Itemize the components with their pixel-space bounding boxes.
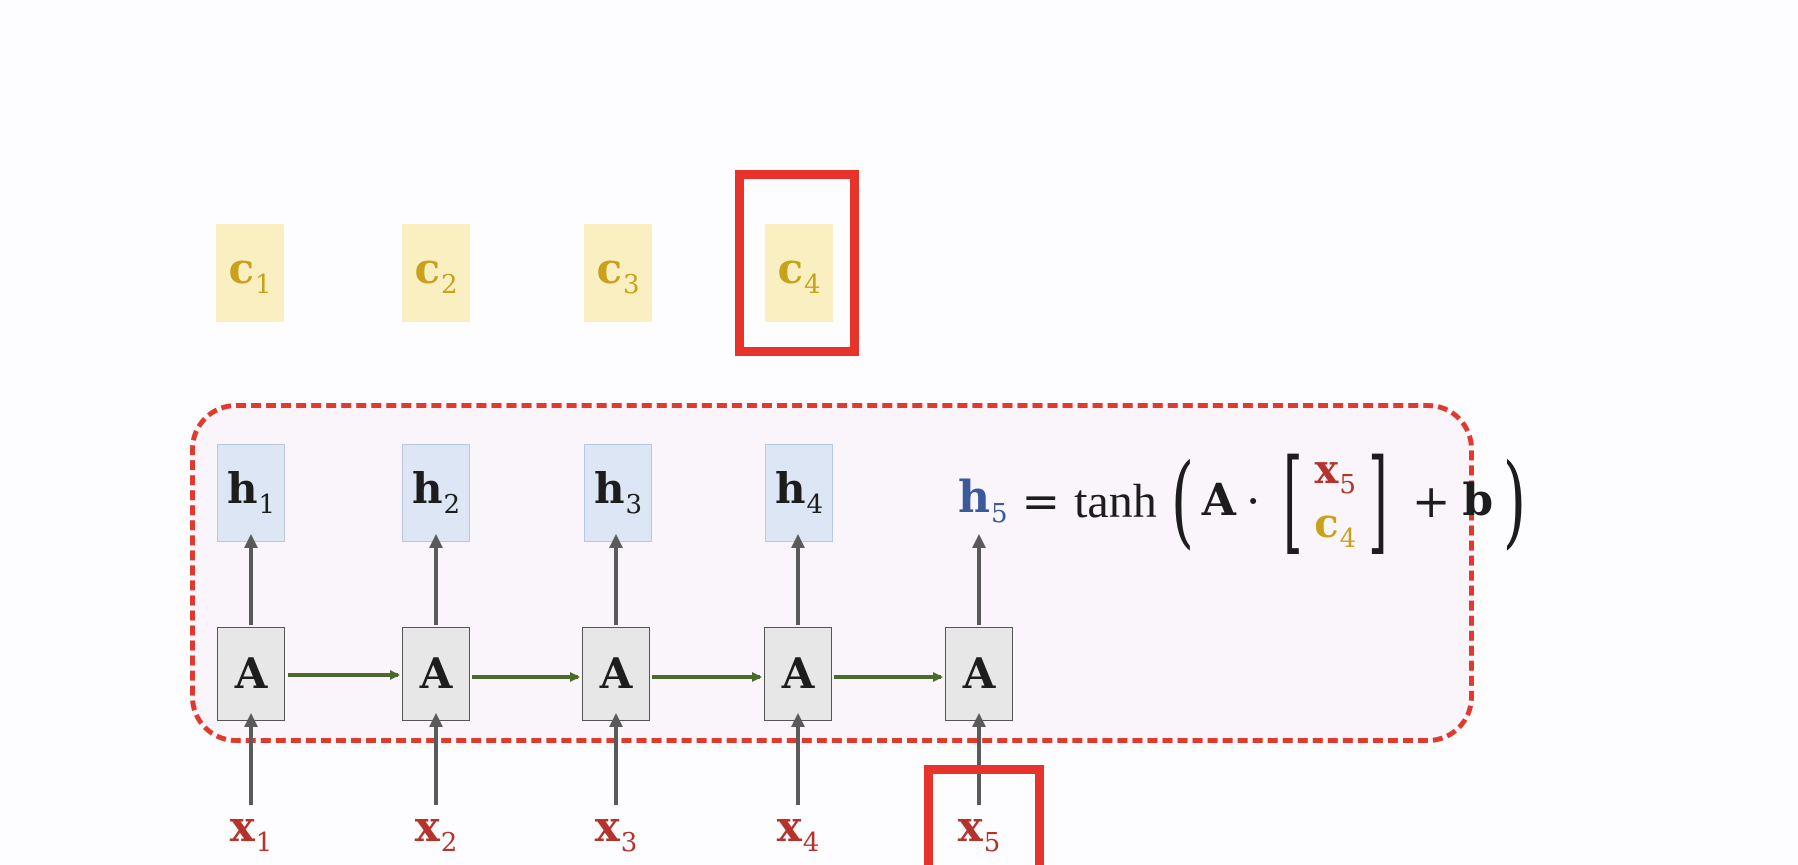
update-equation: h5 = tanh ( A · [ x5 c4 ] + b ): [958, 436, 1534, 566]
equation-left-bracket: [: [1282, 436, 1303, 566]
hidden-state-h3: h3: [584, 444, 652, 542]
input-x2: x2: [414, 802, 458, 858]
rnn-cell-1: A: [217, 627, 285, 721]
hidden-state-h2: h2: [402, 444, 470, 542]
equation-tanh: tanh: [1074, 474, 1157, 528]
rnn-cell-3: A: [582, 627, 650, 721]
rnn-cell-4: A: [764, 627, 832, 721]
equation-h5: h5: [958, 471, 1008, 529]
highlight-box-c4: [735, 170, 859, 356]
input-x3: x3: [594, 802, 638, 858]
context-vector-c1: c1: [216, 224, 284, 322]
highlight-box-x5: [924, 765, 1044, 865]
equation-matrix-a: A: [1201, 475, 1236, 526]
hidden-state-h4: h4: [765, 444, 833, 542]
hidden-state-h1: h1: [217, 444, 285, 542]
equation-concat-vector: x5 c4: [1314, 447, 1356, 555]
equation-vec-c4: c4: [1314, 500, 1357, 554]
context-vector-c4: c4: [765, 224, 833, 322]
equation-bias-b: b: [1462, 475, 1494, 526]
input-x1: x1: [229, 802, 273, 858]
equation-equals: =: [1021, 474, 1061, 528]
equation-right-paren: ): [1502, 442, 1527, 559]
context-vector-c3: c3: [584, 224, 652, 322]
equation-vec-x5: x5: [1314, 446, 1356, 500]
equation-right-bracket: ]: [1368, 436, 1388, 566]
equation-dot: ·: [1245, 474, 1261, 528]
equation-left-paren: (: [1170, 442, 1194, 559]
input-x4: x4: [776, 802, 820, 858]
input-x5: x5: [957, 802, 1001, 858]
rnn-cell-5: A: [945, 627, 1013, 721]
equation-plus: +: [1411, 474, 1451, 528]
context-vector-c2: c2: [402, 224, 470, 322]
